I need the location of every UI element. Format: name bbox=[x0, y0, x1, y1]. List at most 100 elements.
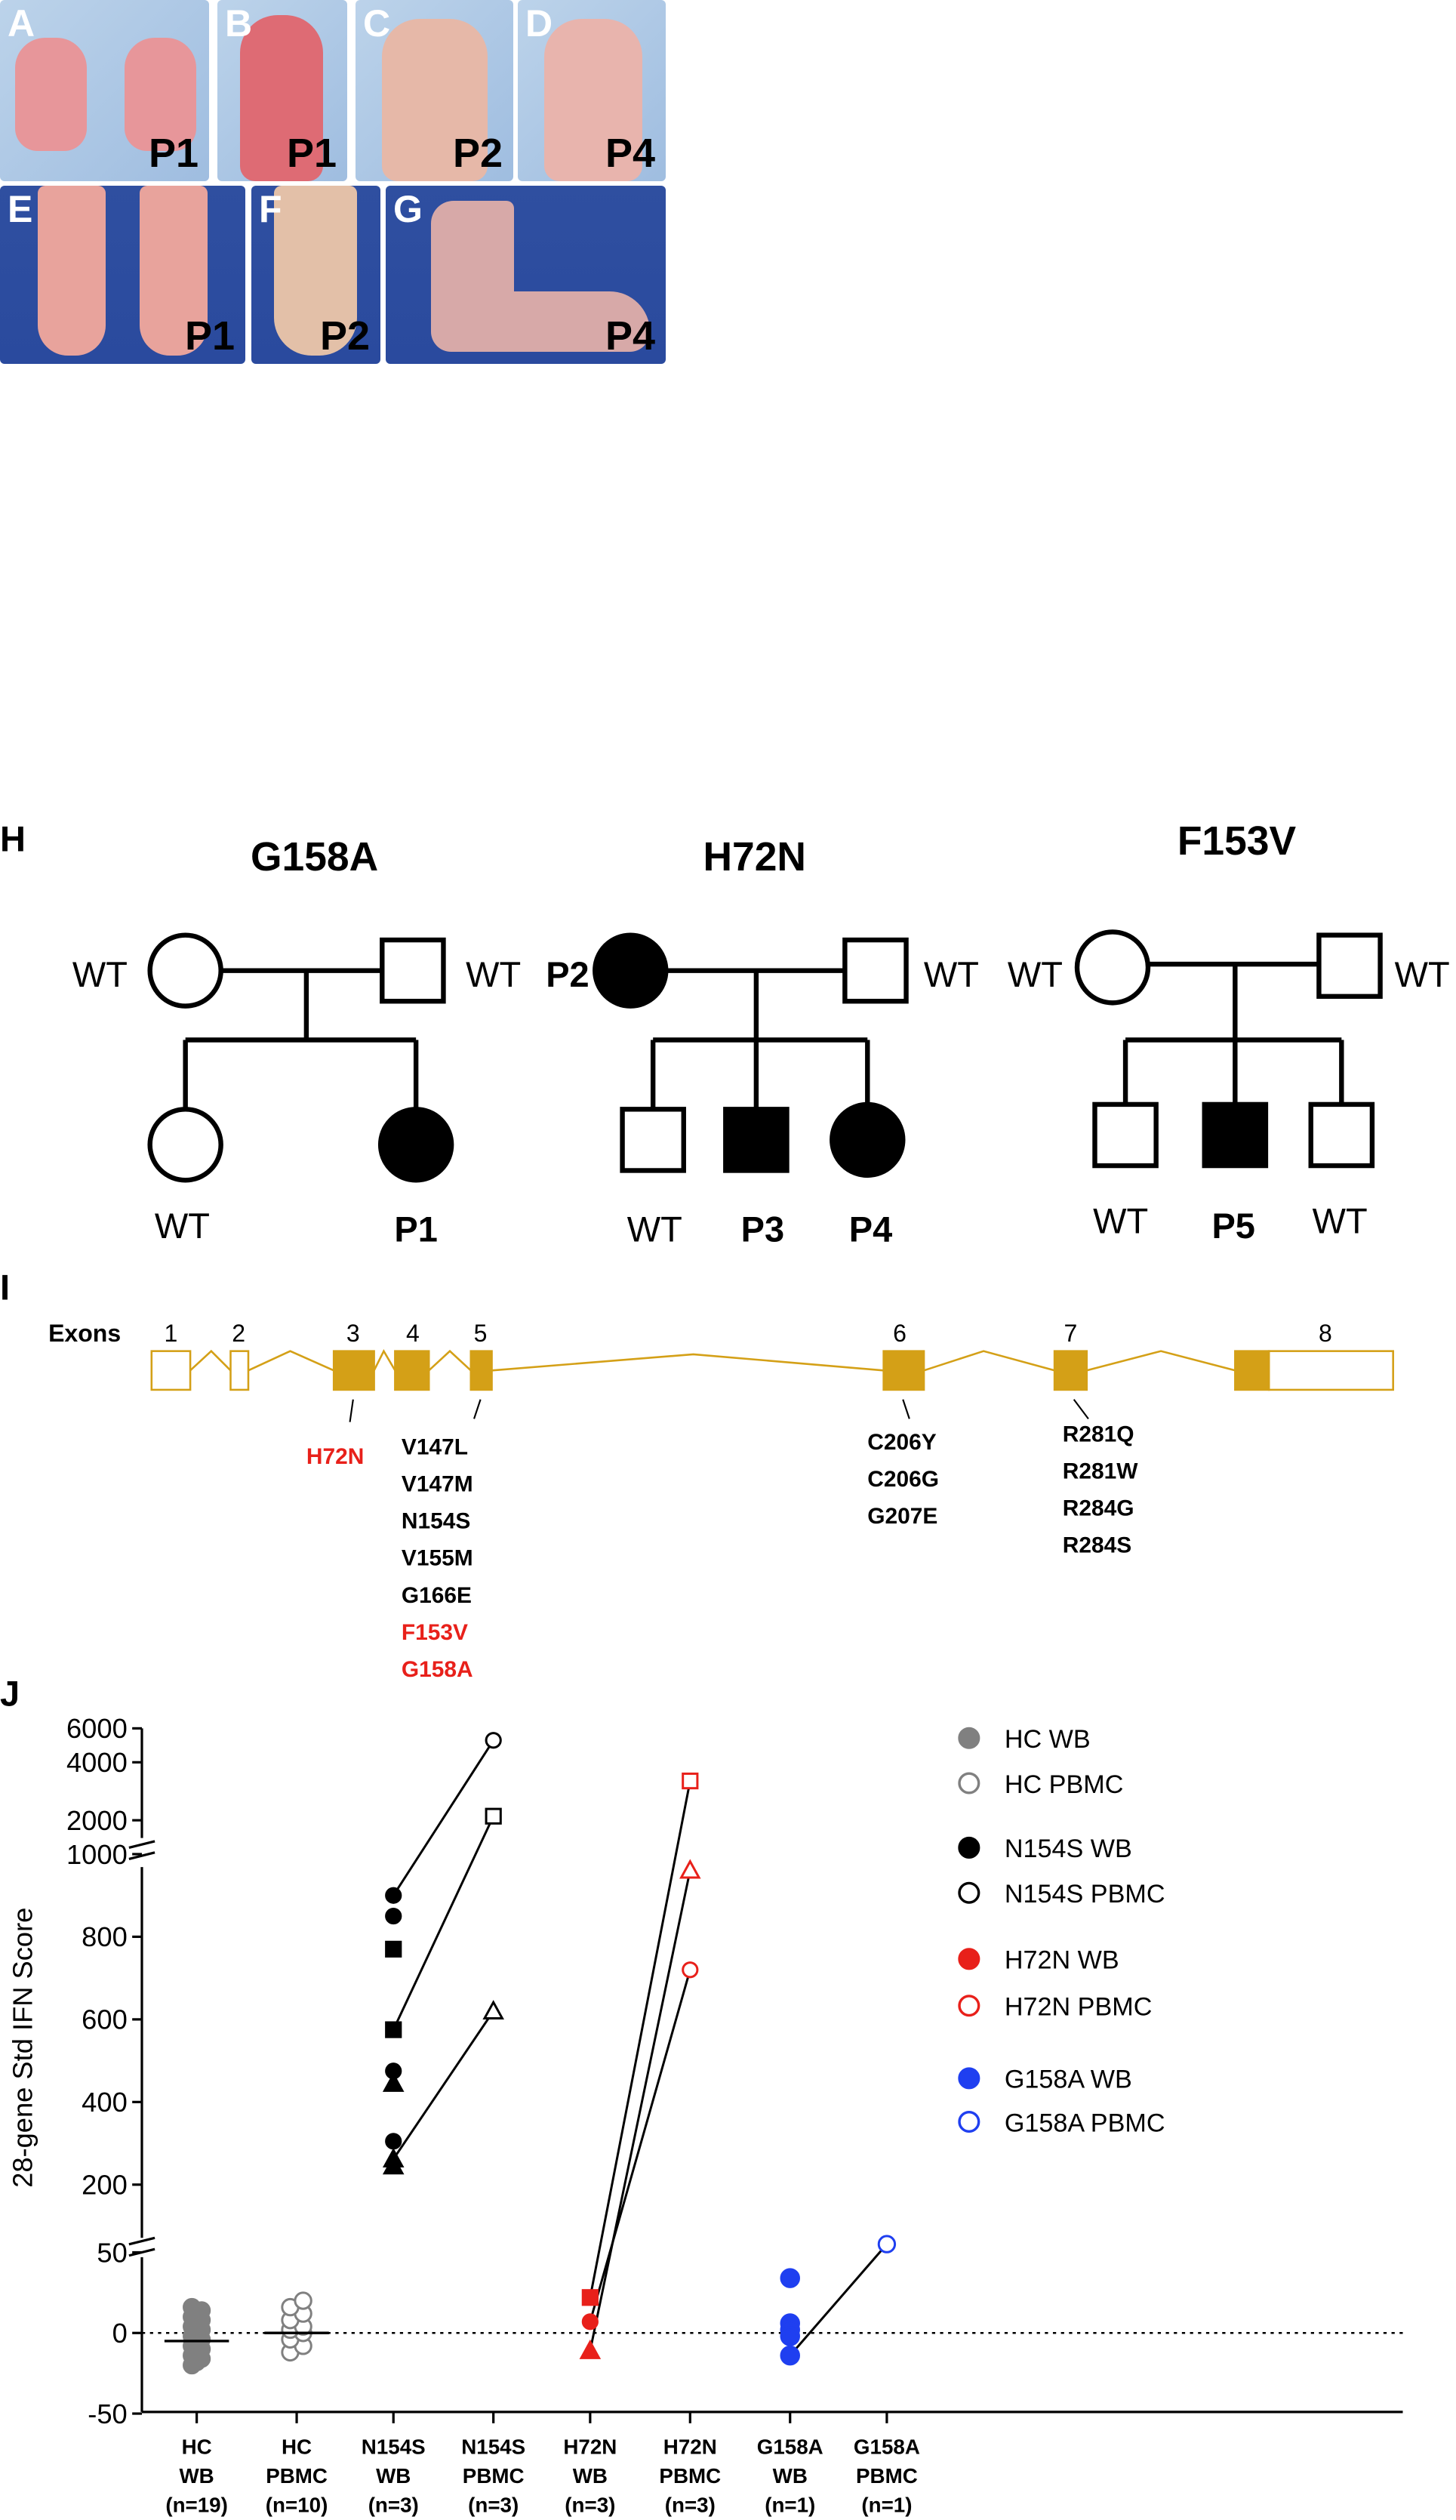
mutation-label: V147M bbox=[402, 1471, 473, 1496]
child-symbol-affected bbox=[830, 1101, 906, 1178]
child-symbol-affected bbox=[1202, 1101, 1269, 1169]
patient-label: P4 bbox=[605, 131, 655, 176]
point-triangle bbox=[482, 2000, 504, 2020]
photo-panel-e: E P1 bbox=[0, 186, 245, 364]
mutation-label: V147L bbox=[402, 1434, 468, 1459]
legend-marker bbox=[958, 1881, 980, 1904]
child-symbol-unaffected bbox=[1092, 1101, 1159, 1169]
connecting-line bbox=[392, 1739, 494, 1896]
patient-label: P1 bbox=[184, 313, 235, 359]
mutation-label: R281W bbox=[1063, 1459, 1138, 1483]
mutation-list-exon7: R281Q R281W R284G R284S bbox=[1063, 1422, 1138, 1557]
child-label: P4 bbox=[849, 1209, 892, 1249]
child-label: WT bbox=[627, 1209, 682, 1249]
mutation-label: R284G bbox=[1063, 1496, 1134, 1521]
child-label: P3 bbox=[741, 1209, 784, 1249]
y-tick-label: 800 bbox=[82, 1921, 128, 1952]
patient-label: P4 bbox=[605, 313, 655, 359]
point-triangle bbox=[679, 1859, 701, 1879]
child-label: WT bbox=[155, 1206, 210, 1246]
connecting-line bbox=[589, 1969, 691, 2322]
child-symbol-unaffected bbox=[1308, 1101, 1375, 1169]
point-circle bbox=[183, 2297, 202, 2317]
x-tick-label: (n=3) bbox=[468, 2493, 519, 2516]
exon-3 bbox=[332, 1350, 375, 1391]
mother-label: WT bbox=[72, 954, 128, 994]
legend-label: H72N PBMC bbox=[1005, 1993, 1153, 2022]
point-triangle bbox=[382, 2072, 405, 2092]
legend-marker bbox=[958, 1995, 980, 2017]
point-circle bbox=[581, 2313, 599, 2331]
point-square bbox=[385, 2021, 402, 2038]
exon-1 bbox=[150, 1350, 192, 1391]
gene-diagram bbox=[150, 1348, 1394, 1391]
child-symbol-affected bbox=[723, 1107, 790, 1173]
pedigree-family-2: H72N P2 WT WT P3 P4 bbox=[546, 835, 979, 1249]
x-tick-label: N154S bbox=[362, 2435, 426, 2458]
exon-numbers: 1 2 3 4 5 6 7 8 bbox=[165, 1320, 1332, 1347]
x-axis-labels: HCWB(n=19)HCPBMC(n=10)N154SWB(n=3)N154SP… bbox=[165, 2435, 920, 2516]
legend-marker bbox=[958, 1948, 980, 1970]
father-label: WT bbox=[1395, 954, 1450, 994]
x-tick-label: (n=1) bbox=[765, 2493, 815, 2516]
x-tick-label: (n=19) bbox=[165, 2493, 228, 2516]
x-tick-label: WB bbox=[773, 2464, 808, 2488]
x-tick-label: G158A bbox=[854, 2435, 920, 2458]
mutation-label: R281Q bbox=[1063, 1422, 1134, 1446]
panel-letter: B bbox=[225, 2, 253, 45]
father-symbol bbox=[380, 937, 446, 1004]
child-label: WT bbox=[1313, 1201, 1368, 1241]
panel-letter-i: I bbox=[0, 1267, 10, 1307]
x-tick-label: H72N bbox=[663, 2435, 717, 2458]
x-tick-label: WB bbox=[376, 2464, 411, 2488]
exons-label: Exons bbox=[48, 1320, 121, 1347]
panel-letter: F bbox=[259, 188, 282, 230]
x-tick-label: WB bbox=[179, 2464, 214, 2488]
connecting-line bbox=[392, 2010, 494, 2160]
child-label: P5 bbox=[1211, 1206, 1254, 1246]
exon-number: 7 bbox=[1064, 1320, 1078, 1347]
point-circle bbox=[780, 2326, 800, 2346]
legend-label: N154S PBMC bbox=[1005, 1880, 1165, 1908]
mutation-list-exon5: V147L V147M N154S V155M G166E F153V G158… bbox=[402, 1434, 473, 1682]
patient-label: P1 bbox=[286, 131, 337, 176]
point-circle bbox=[877, 2235, 897, 2254]
legend-label: G158A WB bbox=[1005, 2066, 1132, 2094]
mutation-label: N154S bbox=[402, 1509, 470, 1534]
family-title: H72N bbox=[703, 835, 806, 880]
legend-marker bbox=[958, 2067, 980, 2090]
x-tick-label: HC bbox=[282, 2435, 312, 2458]
x-tick-label: PBMC bbox=[266, 2464, 328, 2488]
legend-marker bbox=[958, 1772, 980, 1794]
x-tick-group bbox=[195, 2411, 888, 2423]
pedigree-family-1: G158A WT WT WT P1 bbox=[72, 835, 521, 1249]
mother-symbol-affected bbox=[593, 932, 669, 1009]
photo-panel-c: C P2 bbox=[356, 0, 513, 181]
photo-panel-d: D P4 bbox=[518, 0, 666, 181]
data-points bbox=[164, 1732, 897, 2375]
exon-7 bbox=[1053, 1350, 1088, 1391]
panel-letter: A bbox=[8, 2, 35, 45]
mutation-label: C206G bbox=[867, 1467, 939, 1492]
y-tick-label: 50 bbox=[97, 2237, 127, 2268]
y-tick-label: 1000 bbox=[66, 1839, 128, 1870]
connecting-line bbox=[789, 2243, 888, 2357]
panel-letter: E bbox=[8, 188, 33, 230]
mutation-list-exon3: H72N bbox=[306, 1444, 364, 1469]
panel-letter-h: H bbox=[0, 819, 26, 859]
point-triangle bbox=[382, 2155, 405, 2175]
exon-2 bbox=[229, 1350, 250, 1391]
point-circle bbox=[385, 2133, 402, 2150]
photo-panel-f: F P2 bbox=[251, 186, 380, 364]
y-tick-label: -50 bbox=[88, 2398, 127, 2429]
x-tick-label: PBMC bbox=[463, 2464, 525, 2488]
patient-label: P1 bbox=[148, 131, 199, 176]
exon-4 bbox=[394, 1350, 430, 1391]
point-circle bbox=[385, 1887, 402, 1904]
exon-number: 1 bbox=[165, 1320, 178, 1347]
child-label: P1 bbox=[394, 1209, 437, 1249]
x-tick-label: HC bbox=[182, 2435, 212, 2458]
child-label: WT bbox=[1093, 1201, 1148, 1241]
connecting-line bbox=[589, 1870, 691, 2352]
